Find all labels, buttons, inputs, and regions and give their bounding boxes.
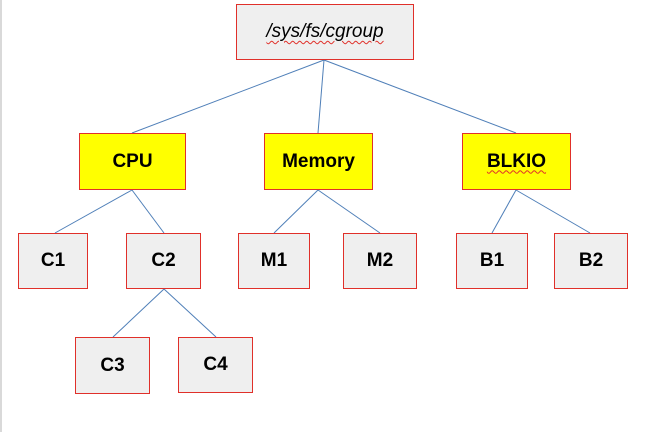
leaf-label-b2: B2 xyxy=(578,250,604,271)
root-node: /sys/fs/cgroup xyxy=(236,4,414,60)
leaf-node-c1: C1 xyxy=(18,233,88,289)
connector-memory-m2 xyxy=(317,189,381,234)
leaf-node-m1: M1 xyxy=(238,233,310,289)
leaf-label-b1: B1 xyxy=(479,250,505,271)
connector-c2-c4 xyxy=(163,288,217,338)
connector-cpu-c2 xyxy=(131,189,165,234)
connector-blkio-b1 xyxy=(491,189,517,234)
category-label-cpu: CPU xyxy=(112,150,153,172)
connector-c2-c3 xyxy=(112,288,165,338)
connector-root-memory xyxy=(317,59,325,134)
leaf-node-c4: C4 xyxy=(178,337,253,393)
leaf-label-c3: C3 xyxy=(100,354,125,376)
connector-cpu-c1 xyxy=(54,189,133,234)
leaf-label-m2: M2 xyxy=(366,250,394,271)
connector-root-cpu xyxy=(131,59,325,134)
category-node-blkio: BLKIO xyxy=(462,133,571,190)
connector-blkio-b2 xyxy=(515,189,591,234)
category-node-cpu: CPU xyxy=(79,133,186,190)
leaf-label-m1: M1 xyxy=(260,250,288,271)
leaf-node-b2: B2 xyxy=(554,233,628,289)
page-left-edge xyxy=(0,0,2,432)
leaf-label-c4: C4 xyxy=(203,354,228,375)
leaf-label-c1: C1 xyxy=(40,250,66,271)
connector-memory-m1 xyxy=(273,189,319,234)
connector-root-blkio xyxy=(323,59,517,134)
leaf-node-c3: C3 xyxy=(75,337,150,394)
leaf-node-c2: C2 xyxy=(126,233,201,289)
category-label-blkio: BLKIO xyxy=(486,150,547,172)
root-node-label: /sys/fs/cgroup xyxy=(266,21,384,42)
category-label-memory: Memory xyxy=(282,150,355,172)
leaf-node-m2: M2 xyxy=(343,233,417,289)
category-node-memory: Memory xyxy=(264,133,373,190)
leaf-node-b1: B1 xyxy=(456,233,528,289)
leaf-label-c2: C2 xyxy=(151,250,176,271)
